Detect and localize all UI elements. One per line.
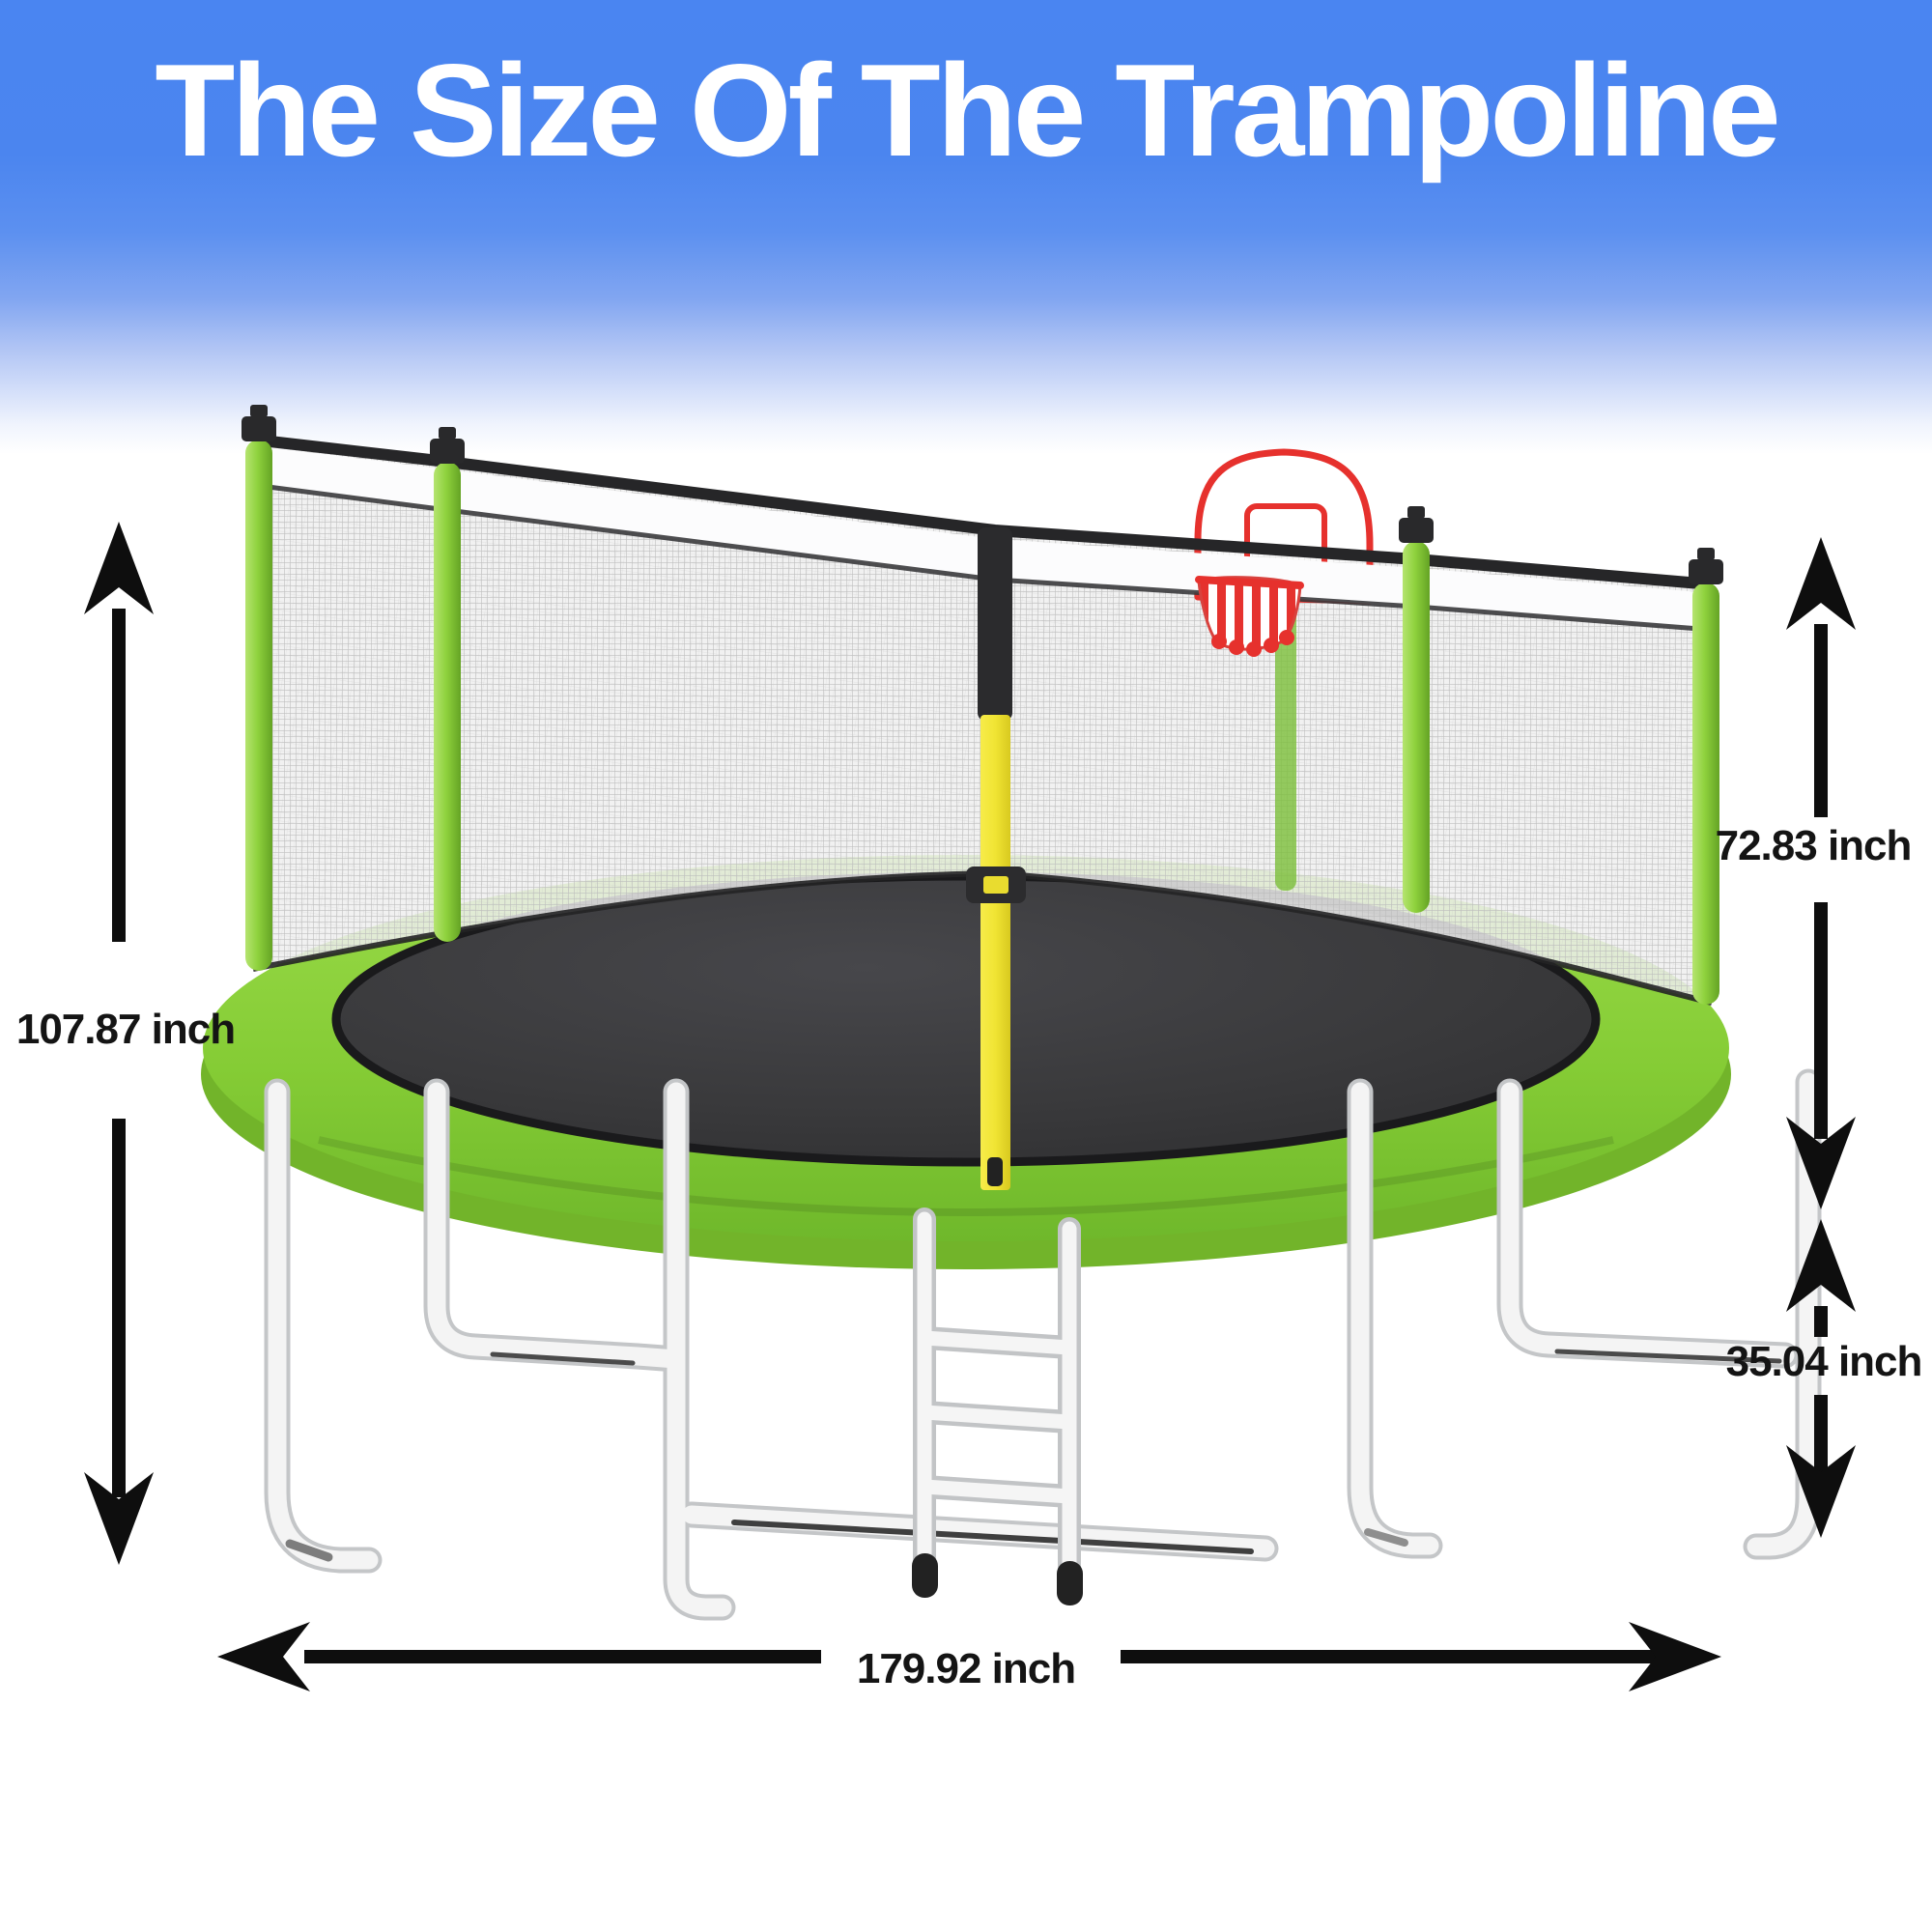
zipper-yellow-sleeve [980,715,1010,1190]
frame-height-arrow [1786,1219,1856,1538]
ladder-foot [912,1553,938,1598]
diameter-label: 179.92 inch [856,1645,1076,1692]
net-height-arrow [1786,537,1856,1209]
diameter-arrow [217,1622,1721,1691]
enclosure-pole [1399,506,1434,913]
frame-height-label: 35.04 inch [1725,1338,1923,1385]
net-height-label: 72.83 inch [1715,822,1913,869]
enclosure-pole [1689,548,1723,1005]
dimension-arrows [84,522,1856,1691]
ladder-foot [1057,1561,1083,1605]
hoop-basket [1195,576,1304,657]
ladder [912,1208,1083,1605]
zipper-pull [987,1157,1003,1186]
total-height-arrow [84,522,154,1565]
hoop-rim [1195,576,1304,589]
enclosure-pole [242,405,276,971]
total-height-label: 107.87 inch [15,1006,236,1053]
enclosure-pole [430,427,465,942]
safety-net [201,405,1822,1621]
enclosure-poles [242,405,1723,1005]
page-title: The Size Of The Trampoline [155,37,1780,184]
enclosure-pole-behind-net [1275,591,1296,891]
zipper-entrance-pole [966,527,1026,1190]
leg-shadow-accents [285,1349,1782,1562]
